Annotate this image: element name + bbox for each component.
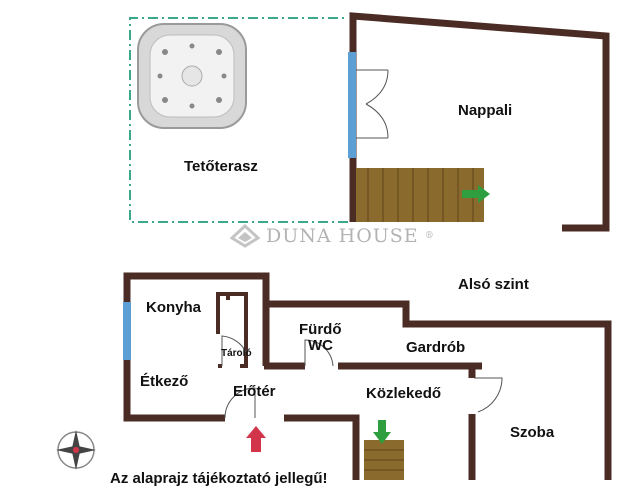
nappali-door [356, 69, 389, 139]
disclaimer-text: Az alaprajz tájékoztató jellegű! [110, 470, 328, 487]
room-label-eloter: Előtér [233, 383, 276, 400]
room-label-konyha: Konyha [146, 299, 202, 316]
room-label-szoba: Szoba [510, 424, 555, 441]
room-label-tarolo: Tároló [221, 348, 252, 359]
room-label-gardrob: Gardrób [406, 339, 466, 356]
lower-stairs [364, 420, 404, 480]
entrance-arrow-icon [246, 426, 266, 452]
watermark: DUNA HOUSE ® [230, 224, 435, 248]
terrace-border [129, 17, 348, 223]
lower-walls [123, 272, 612, 480]
room-label-furdo: Fürdő [299, 321, 342, 338]
stair-arrow-icon [462, 185, 490, 203]
jacuzzi-icon [137, 23, 247, 129]
watermark-registered: ® [424, 231, 435, 241]
room-label-tetoterasz: Tetőterasz [184, 158, 258, 175]
room-label-wc: WC [308, 337, 333, 354]
upper-stairs [356, 168, 490, 222]
stair-arrow-icon [373, 420, 391, 444]
room-label-nappali: Nappali [458, 102, 513, 119]
storage-walls [216, 292, 248, 368]
watermark-brand: DUNA HOUSE [266, 225, 419, 247]
compass-icon [56, 430, 96, 470]
room-label-kozlekedo: Közlekedő [366, 385, 442, 402]
konyha-window [123, 302, 131, 360]
room-label-etkezo: Étkező [140, 373, 189, 390]
room-label-also-szint: Alsó szint [458, 276, 529, 293]
logo-icon [230, 224, 260, 248]
nappali-window [348, 52, 356, 158]
lower-doors [221, 335, 503, 419]
